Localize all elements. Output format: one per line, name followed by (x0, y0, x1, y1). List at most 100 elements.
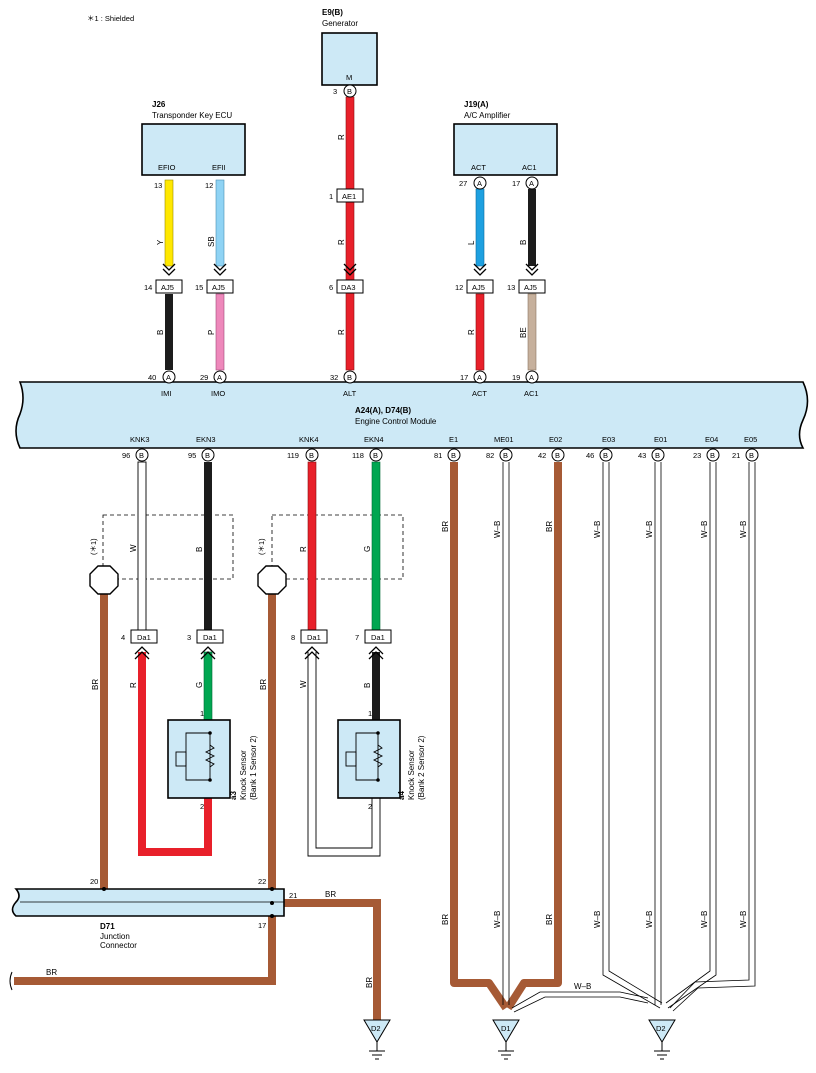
svg-text:R: R (129, 682, 138, 688)
svg-text:B: B (139, 451, 144, 460)
knock-sensor-2 (337, 719, 401, 799)
pin-number: 1 (200, 709, 204, 718)
svg-text:BR: BR (441, 521, 450, 532)
svg-text:B: B (749, 451, 754, 460)
pin-number: 2 (368, 802, 372, 811)
connector-arrows-da1 (134, 646, 384, 660)
svg-text:19: 19 (512, 373, 520, 382)
svg-text:Da1: Da1 (307, 633, 321, 642)
svg-text:B: B (309, 451, 314, 460)
svg-text:BR: BR (259, 679, 268, 690)
svg-text:B: B (451, 451, 456, 460)
knock-sensor-2-label: a4 Knock Sensor (Bank 2 Sensor 2) (397, 735, 426, 800)
svg-text:B: B (655, 451, 660, 460)
svg-text:(Bank 1 Sensor 2): (Bank 1 Sensor 2) (249, 735, 258, 800)
svg-text:E03: E03 (602, 435, 615, 444)
junction-name-2: Connector (100, 941, 137, 950)
terminal-act: ACT (471, 163, 486, 172)
pin-number: 20 (90, 877, 98, 886)
svg-text:ME01: ME01 (494, 435, 514, 444)
terminal-ac1: AC1 (524, 389, 539, 398)
svg-text:119: 119 (287, 451, 299, 460)
ecm-name: Engine Control Module (355, 417, 437, 426)
wire-act-red (475, 293, 485, 371)
svg-text:P: P (207, 330, 216, 335)
svg-text:EKN4: EKN4 (364, 435, 384, 444)
svg-text:40: 40 (148, 373, 156, 382)
svg-text:BR: BR (545, 521, 554, 532)
knock-sensor-1 (167, 719, 231, 799)
svg-text:B: B (710, 451, 715, 460)
pin-number: 17 (258, 921, 266, 930)
svg-text:SB: SB (207, 236, 216, 247)
svg-text:R: R (337, 239, 346, 245)
ecm-top-pins: A40 A29 B32 A17 A19 (148, 370, 539, 384)
svg-text:BR: BR (441, 914, 450, 925)
wire-break-mark (9, 971, 13, 991)
shield-2 (271, 514, 404, 580)
svg-text:E02: E02 (549, 435, 562, 444)
wire-e02-brown (504, 462, 562, 1011)
svg-text:a4: a4 (397, 791, 406, 800)
svg-text:BR: BR (365, 977, 374, 988)
svg-text:B: B (156, 330, 165, 335)
shield-mark: (＊1) (89, 538, 98, 555)
wire-knock1-green (203, 651, 213, 721)
pin-number: 21 (289, 891, 297, 900)
wire-labels-top: R R R Y SB B P L B R BE (156, 134, 528, 338)
pin-number: 12 (455, 283, 463, 292)
svg-text:W–B: W–B (593, 911, 602, 928)
wire-imi-black (165, 294, 173, 370)
transponder-box (141, 123, 246, 176)
wire-ac1-beige (527, 293, 537, 371)
svg-text:R: R (467, 329, 476, 335)
wire-ekn3-black (204, 462, 212, 630)
svg-text:B: B (205, 451, 210, 460)
svg-text:Da1: Da1 (137, 633, 151, 642)
svg-text:R: R (299, 546, 308, 552)
svg-text:(Bank 2 Sensor 2): (Bank 2 Sensor 2) (417, 735, 426, 800)
svg-text:W–B: W–B (645, 521, 654, 538)
wire-j21-brown (284, 899, 381, 1020)
svg-text:B: B (195, 547, 204, 552)
shield-1 (102, 514, 234, 580)
svg-text:W: W (299, 680, 308, 688)
junction-code: D71 (100, 922, 115, 931)
generator-code: E9(B) (322, 8, 343, 17)
svg-text:7: 7 (355, 633, 359, 642)
terminal-act: ACT (472, 389, 487, 398)
wire-e1-brown (450, 462, 510, 1011)
knock-sensor-1-label: a3 Knock Sensor (Bank 1 Sensor 2) (229, 735, 258, 800)
wire-ekn4-green (371, 461, 381, 631)
svg-text:BR: BR (545, 914, 554, 925)
svg-text:W–B: W–B (593, 521, 602, 538)
connector-arrows-top (162, 263, 539, 276)
ground-d2-left (363, 1019, 391, 1060)
svg-text:R: R (337, 134, 346, 140)
svg-text:21: 21 (732, 451, 740, 460)
svg-text:Y: Y (156, 239, 165, 245)
svg-text:4: 4 (121, 633, 125, 642)
terminal-efii: EFII (212, 163, 226, 172)
wire-alt-red (345, 96, 355, 371)
svg-text:82: 82 (486, 451, 494, 460)
svg-text:A: A (217, 373, 222, 382)
svg-text:Knock Sensor: Knock Sensor (407, 750, 416, 800)
wire-efii-skyblue (215, 179, 225, 267)
pin-number: 15 (195, 283, 203, 292)
svg-text:W–B: W–B (645, 911, 654, 928)
wire-knock2-black (372, 652, 380, 720)
svg-text:Da1: Da1 (371, 633, 385, 642)
wire-knk3-white (137, 461, 147, 631)
svg-text:3: 3 (187, 633, 191, 642)
svg-text:EKN3: EKN3 (196, 435, 216, 444)
terminal-ac1: AC1 (522, 163, 537, 172)
svg-text:Da1: Da1 (203, 633, 217, 642)
svg-text:E05: E05 (744, 435, 757, 444)
shield-ground-2 (257, 565, 287, 595)
ecm-code: A24(A), D74(B) (355, 406, 411, 415)
svg-text:A: A (166, 373, 171, 382)
pin-number: 13 (507, 283, 515, 292)
ground-label: D1 (501, 1024, 511, 1033)
svg-text:A: A (529, 373, 534, 382)
